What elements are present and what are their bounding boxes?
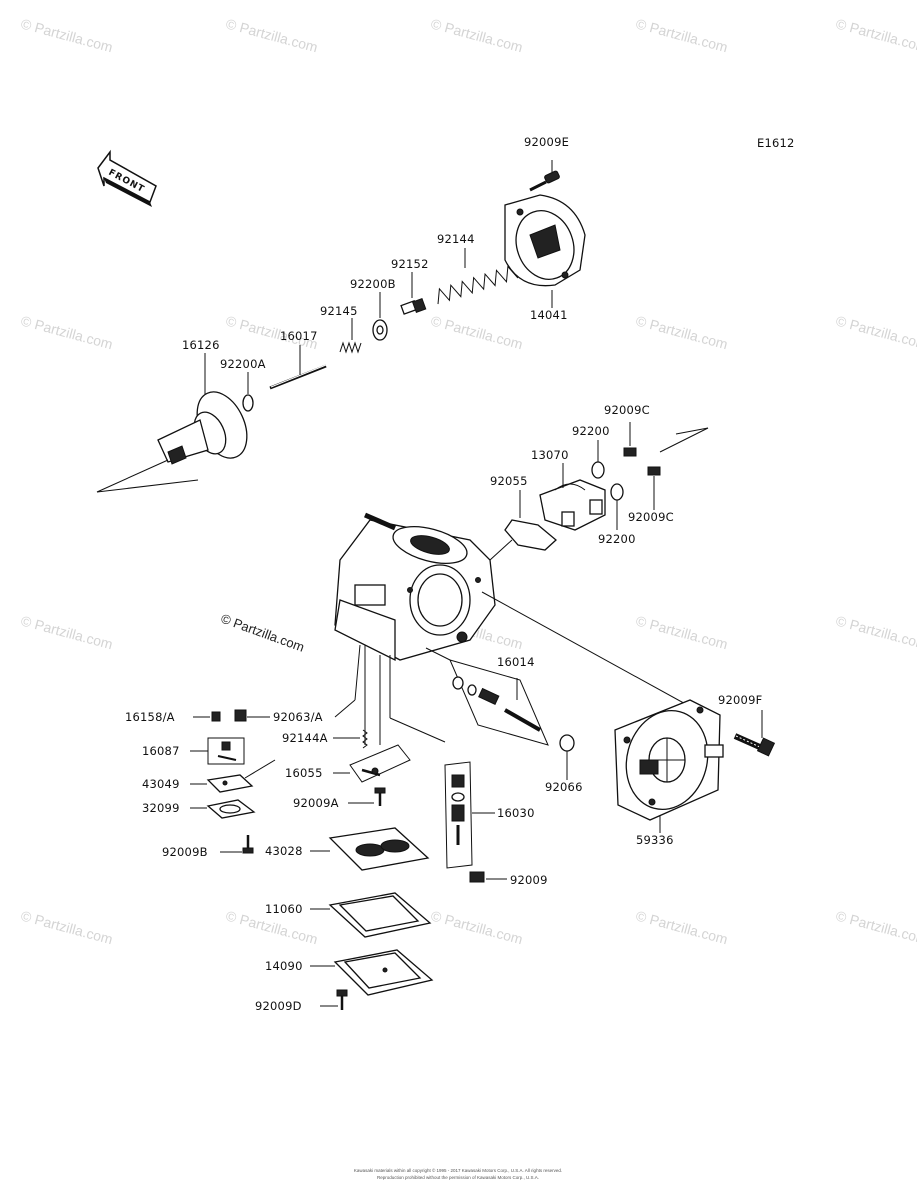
part-label[interactable]: 92055 <box>490 474 528 488</box>
gasket-92055 <box>504 490 557 551</box>
valve-16087 <box>190 737 245 765</box>
watermark: © Partzilla.com <box>834 312 917 352</box>
part-label[interactable]: 92009C <box>628 510 674 524</box>
part-label[interactable]: 92145 <box>320 304 358 318</box>
footer-copyright: Kawasaki materials within all copyright … <box>354 1167 562 1173</box>
part-label[interactable]: 16014 <box>497 655 535 669</box>
screw-16158A <box>193 711 221 722</box>
part-label[interactable]: 92200 <box>598 532 636 546</box>
part-label[interactable]: 59336 <box>636 833 674 847</box>
part-label[interactable]: 43028 <box>265 844 303 858</box>
part-label[interactable]: 92200 <box>572 424 610 438</box>
watermark: © Partzilla.com <box>19 612 114 652</box>
part-label[interactable]: 92152 <box>391 257 429 271</box>
carburetor-body <box>334 512 496 662</box>
part-label[interactable]: 14090 <box>265 959 303 973</box>
part-label[interactable]: 92200A <box>220 357 266 371</box>
watermark: © Partzilla.com <box>19 907 114 947</box>
screw-92009D <box>320 989 348 1010</box>
washer-92200B <box>372 292 388 341</box>
part-label[interactable]: 43049 <box>142 777 180 791</box>
watermark: © Partzilla.com <box>634 907 729 947</box>
part-label[interactable]: 11060 <box>265 902 303 916</box>
screw-92009E <box>529 160 560 192</box>
front-arrow: FRONT <box>97 149 157 207</box>
jet-set-16030 <box>444 761 495 869</box>
bolt-92009F <box>733 710 776 757</box>
screw-92009 <box>469 871 507 883</box>
part-label[interactable]: 92144A <box>282 731 328 745</box>
screw-92063A <box>234 699 356 722</box>
part-label[interactable]: 16126 <box>182 338 220 352</box>
part-label[interactable]: 32099 <box>142 801 180 815</box>
part-label[interactable]: 14041 <box>530 308 568 322</box>
screw-92009C-top <box>623 422 637 457</box>
part-label[interactable]: 16087 <box>142 744 180 758</box>
gasket-43028 <box>310 827 430 871</box>
part-label[interactable]: 92009E <box>524 135 569 149</box>
part-label[interactable]: 16158/A <box>125 710 175 724</box>
watermark: © Partzilla.com <box>224 15 319 55</box>
part-label[interactable]: 92066 <box>545 780 583 794</box>
part-label[interactable]: 92063/A <box>273 710 323 724</box>
needle-16017 <box>269 345 327 390</box>
watermark: © Partzilla.com <box>19 15 114 55</box>
washer-92200-bottom <box>610 483 624 530</box>
spring-92145 <box>339 318 362 354</box>
watermark: © Partzilla.com <box>19 312 114 352</box>
needle-valve-set-16014 <box>449 659 549 746</box>
spring-92144 <box>437 248 519 305</box>
watermark: © Partzilla.com <box>429 312 524 352</box>
lever-16055 <box>333 744 411 783</box>
watermark: © Partzilla.com <box>429 907 524 947</box>
fuel-pump-59336 <box>614 699 724 833</box>
screw-92009A <box>348 787 386 806</box>
part-label[interactable]: 16030 <box>497 806 535 820</box>
part-label[interactable]: 92200B <box>350 277 396 291</box>
part-label[interactable]: 13070 <box>531 448 569 462</box>
diaphragm-43049 <box>190 759 276 793</box>
watermark: © Partzilla.com <box>634 15 729 55</box>
part-label[interactable]: 92009B <box>162 845 208 859</box>
part-label[interactable]: 92009D <box>255 999 302 1013</box>
gasket-14090 <box>310 949 434 996</box>
part-label[interactable]: 92009 <box>510 873 548 887</box>
part-label[interactable]: 92144 <box>437 232 475 246</box>
part-labels: 92009E 92144 92152 92200B 14041 92145 16… <box>125 135 762 1013</box>
bracket-13070 <box>539 463 606 531</box>
watermark: © Partzilla.com <box>834 612 917 652</box>
watermark: © Partzilla.com <box>834 15 917 55</box>
jet-92152 <box>400 272 427 315</box>
diagram-code: E1612 <box>757 136 795 150</box>
diaphragm-16126 <box>157 353 248 465</box>
part-label[interactable]: 16017 <box>280 329 318 343</box>
part-label[interactable]: 92009F <box>718 693 762 707</box>
cover-14041 <box>504 194 586 308</box>
footer-reproduction-notice: Reproduction prohibited without the perm… <box>377 1175 539 1180</box>
watermark-center: © Partzilla.com <box>219 611 306 655</box>
watermark: © Partzilla.com <box>634 612 729 652</box>
plug-92066 <box>559 734 575 780</box>
spring-92144A <box>333 729 368 749</box>
watermark: © Partzilla.com <box>834 907 917 947</box>
washer-92200-top <box>591 440 605 479</box>
part-label[interactable]: 92009C <box>604 403 650 417</box>
washer-92200A <box>242 372 254 412</box>
gasket-11060 <box>310 892 432 938</box>
cover-32099 <box>190 799 256 819</box>
screw-92009C-bottom <box>647 466 661 510</box>
part-label[interactable]: 16055 <box>285 766 323 780</box>
watermark: © Partzilla.com <box>429 15 524 55</box>
part-label[interactable]: 92009A <box>293 796 339 810</box>
screw-92009B <box>220 835 254 854</box>
watermark: © Partzilla.com <box>634 312 729 352</box>
